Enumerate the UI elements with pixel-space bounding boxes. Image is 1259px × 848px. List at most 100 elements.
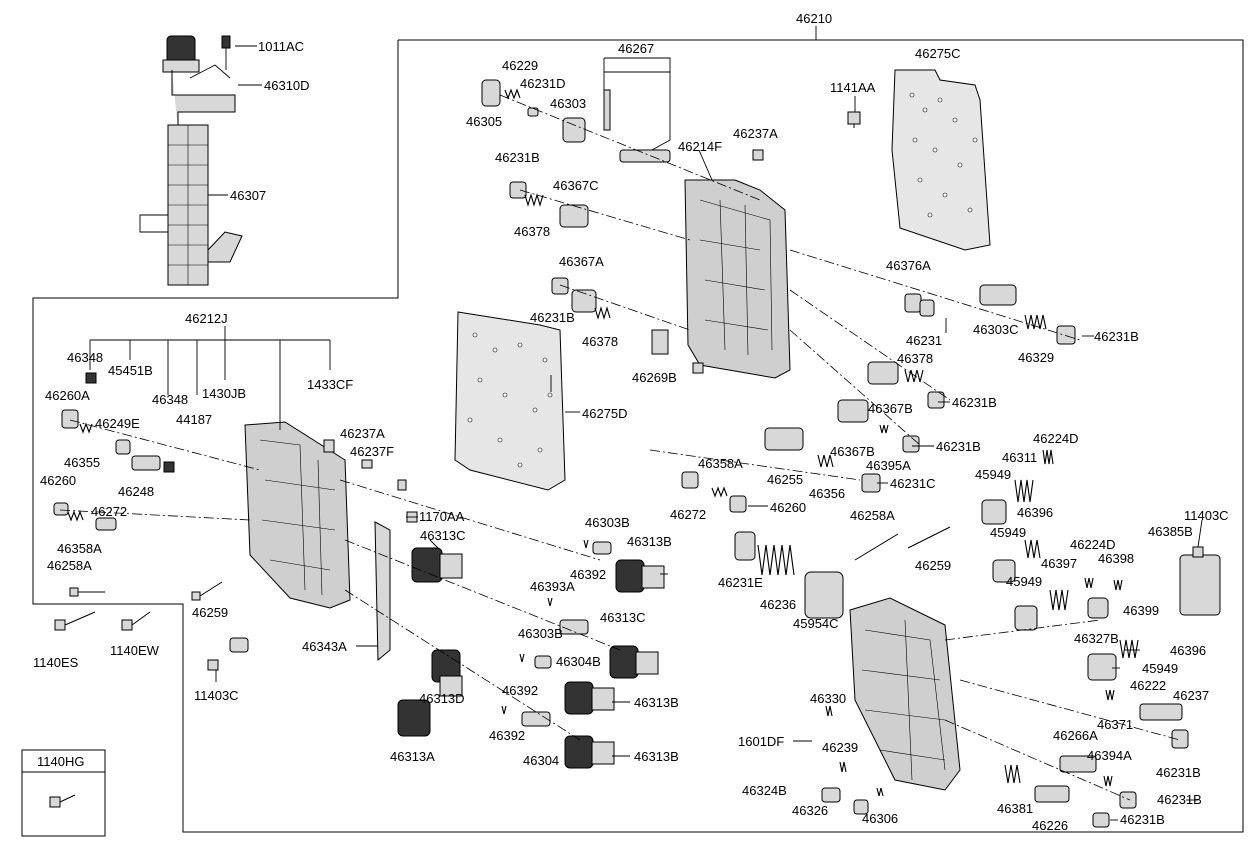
label-1141AA: 1141AA: [830, 80, 876, 95]
label-46394A: 46394A: [1087, 748, 1132, 763]
label-46210: 46210: [796, 11, 832, 26]
label-46231B-1: 46231B: [495, 150, 540, 165]
label-46237: 46237: [1173, 688, 1209, 703]
label-46303: 46303: [550, 96, 586, 111]
label-46313A: 46313A: [390, 749, 435, 764]
solenoid-46313C-2: [609, 645, 659, 679]
separator-plate-46275D: [454, 311, 566, 491]
lower-valve-body-46210: [849, 597, 961, 791]
wiring-harness-46307: [139, 35, 243, 286]
label-46237F: 46237F: [350, 444, 394, 459]
upper-valve-body-46214F: [684, 179, 791, 379]
label-46306: 46306: [862, 811, 898, 826]
label-45949-1: 45949: [975, 467, 1011, 482]
part-labels: 46210 1011AC 46310D 46307 46267 46229 46…: [33, 11, 1229, 833]
label-46259-2: 46259: [915, 558, 951, 573]
label-46307: 46307: [230, 188, 266, 203]
label-46267: 46267: [618, 41, 654, 56]
solenoid-46313A: [397, 699, 431, 737]
label-46392-1: 46392: [570, 567, 606, 582]
label-45954C: 45954C: [793, 616, 839, 631]
label-46231B-7: 46231B: [1157, 792, 1202, 807]
label-46231B-2: 46231B: [530, 310, 575, 325]
label-1430JB: 1430JB: [202, 386, 246, 401]
label-46224D-1: 46224D: [1033, 431, 1079, 446]
label-46397: 46397: [1041, 556, 1077, 571]
label-46367C: 46367C: [553, 178, 599, 193]
label-46378-2: 46378: [582, 334, 618, 349]
label-46313D: 46313D: [419, 691, 465, 706]
leader-lines: [89, 45, 1203, 821]
solenoid-valves: [397, 547, 665, 769]
label-11403C-2: 11403C: [1184, 508, 1229, 523]
label-46393A: 46393A: [530, 579, 575, 594]
label-46224D-2: 46224D: [1070, 537, 1116, 552]
label-46313B-2: 46313B: [634, 695, 679, 710]
label-1601DF: 1601DF: [738, 734, 784, 749]
label-46226: 46226: [1032, 818, 1068, 833]
label-46348-2: 46348: [152, 392, 188, 407]
label-46381: 46381: [997, 801, 1033, 816]
label-46231B-8: 46231B: [1120, 812, 1165, 827]
label-46255: 46255: [767, 472, 803, 487]
label-46260A: 46260A: [45, 388, 90, 403]
label-46231C: 46231C: [890, 476, 936, 491]
label-46367B-1: 46367B: [868, 401, 913, 416]
label-46249E: 46249E: [95, 416, 140, 431]
label-46396-2: 46396: [1170, 643, 1206, 658]
separator-plate-46275C: [891, 69, 991, 251]
label-45949-2: 45949: [990, 525, 1026, 540]
label-46392-3: 46392: [489, 728, 525, 743]
label-46304B: 46304B: [556, 654, 601, 669]
solenoid-46313D: [431, 649, 463, 697]
solenoid-46313C-upper: [411, 547, 463, 583]
label-46303C: 46303C: [973, 322, 1019, 337]
springs: [67, 88, 1139, 797]
assembly-frames: [21, 26, 1244, 837]
label-46231B-6: 46231B: [1156, 765, 1201, 780]
label-46313B-1: 46313B: [627, 534, 672, 549]
label-46324B: 46324B: [742, 783, 787, 798]
label-46305: 46305: [466, 114, 502, 129]
label-46231B-3: 46231B: [1094, 329, 1139, 344]
label-46356: 46356: [809, 486, 845, 501]
label-46378-3: 46378: [897, 351, 933, 366]
label-44187: 44187: [176, 412, 212, 427]
label-46275D: 46275D: [582, 406, 628, 421]
label-46313B-3: 46313B: [634, 749, 679, 764]
centerlines: [59, 94, 1181, 801]
label-46237A-top: 46237A: [733, 126, 778, 141]
label-46231-a: 46231: [906, 333, 942, 348]
valve-parts: [53, 79, 1221, 828]
label-46260-2: 46260: [40, 473, 76, 488]
label-46231D: 46231D: [520, 76, 566, 91]
label-46330: 46330: [810, 691, 846, 706]
label-46329: 46329: [1018, 350, 1054, 365]
solenoid-46313B-1: [615, 559, 665, 593]
label-11403C-1: 11403C: [194, 688, 239, 703]
label-46222: 46222: [1130, 678, 1166, 693]
label-46231B-5: 46231B: [936, 439, 981, 454]
label-46269B: 46269B: [632, 370, 677, 385]
label-46237A-left: 46237A: [340, 426, 385, 441]
label-46399: 46399: [1123, 603, 1159, 618]
label-46310D: 46310D: [264, 78, 310, 93]
label-46313C-1: 46313C: [420, 528, 466, 543]
label-46236: 46236: [760, 597, 796, 612]
label-46371: 46371: [1097, 717, 1133, 732]
label-46313C-2: 46313C: [600, 610, 646, 625]
label-46367A: 46367A: [559, 254, 604, 269]
label-46326: 46326: [792, 803, 828, 818]
label-46395A: 46395A: [866, 458, 911, 473]
label-46266A: 46266A: [1053, 728, 1098, 743]
label-46231E: 46231E: [718, 575, 763, 590]
label-46378-1: 46378: [514, 224, 550, 239]
label-46398: 46398: [1098, 551, 1134, 566]
label-46239: 46239: [822, 740, 858, 755]
label-46348-1: 46348: [67, 350, 103, 365]
label-46304: 46304: [523, 753, 559, 768]
label-46214F: 46214F: [678, 139, 722, 154]
label-46355: 46355: [64, 455, 100, 470]
label-45949-3: 45949: [1006, 574, 1042, 589]
label-46272-1: 46272: [670, 507, 706, 522]
